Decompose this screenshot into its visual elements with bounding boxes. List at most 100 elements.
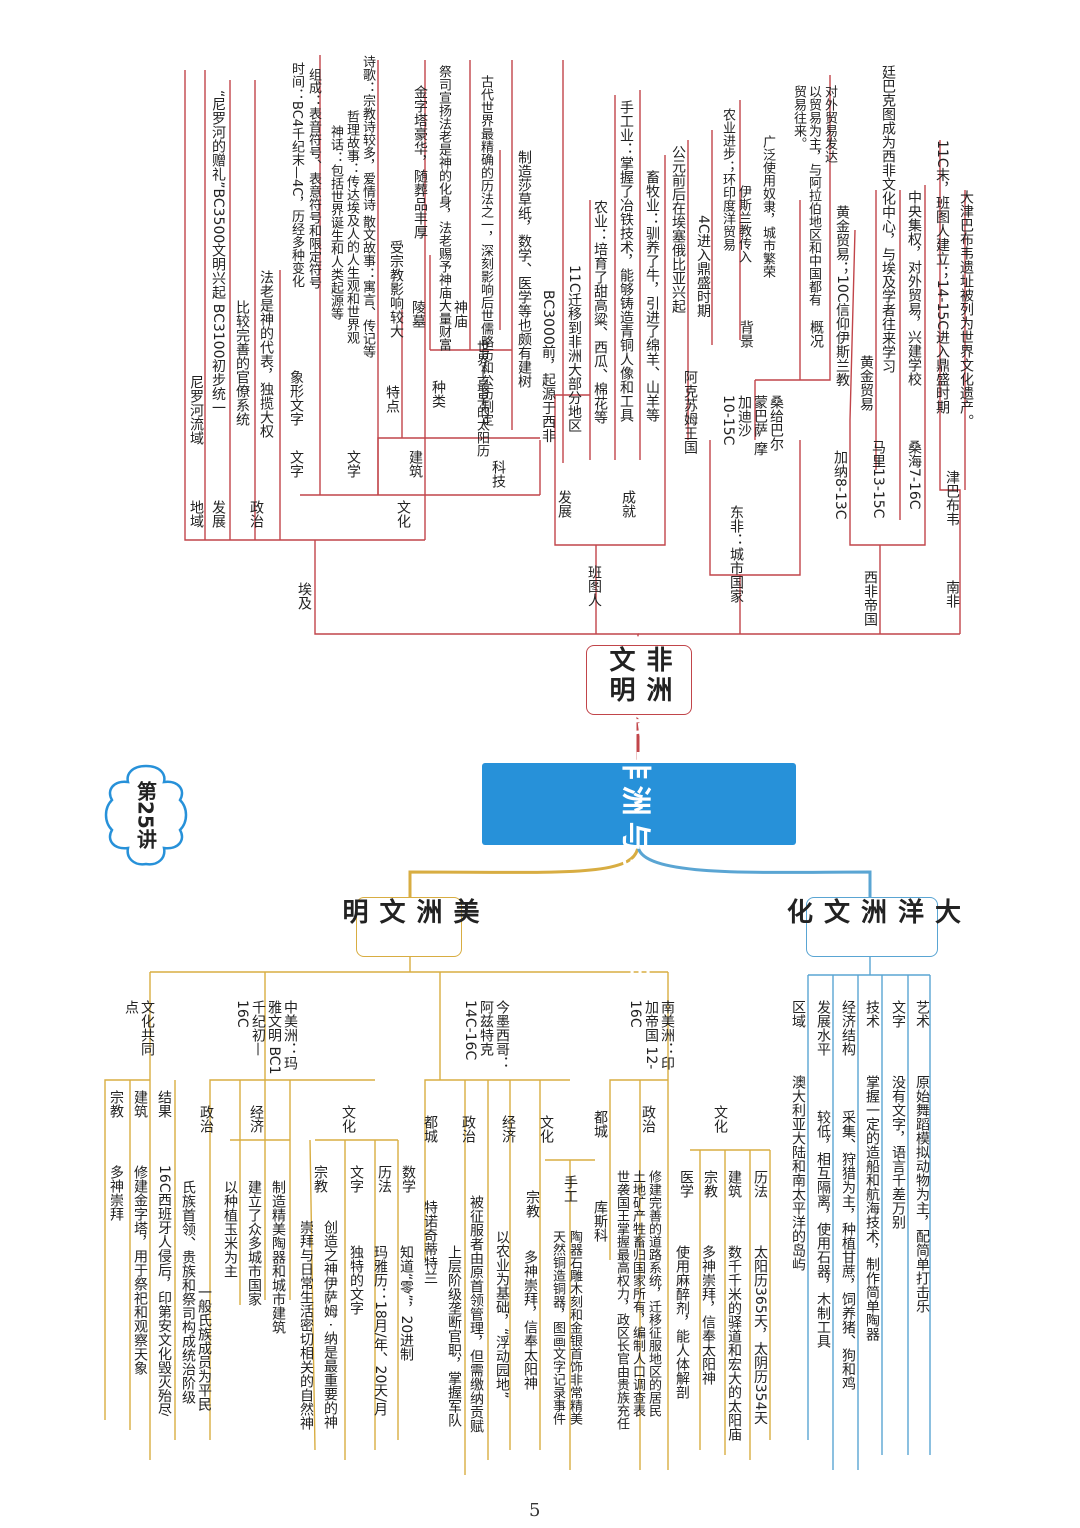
ghana-t1: 黄金贸易；10C信仰伊斯兰教	[834, 205, 850, 387]
maya-economy-label: 经济	[248, 1105, 264, 1133]
oceania-item-1-text: 较低，相互隔离，使用石器，木制工具	[815, 1110, 831, 1348]
branch-america-label: 美洲文明	[338, 898, 479, 928]
common-arch-text: 修建金字塔，用于祭祀和观察天象	[132, 1165, 148, 1375]
branch-america[interactable]: 美洲文明	[338, 897, 479, 957]
aztec-culture-label: 文化	[538, 1115, 554, 1143]
inca-capital-label: 都城	[592, 1110, 608, 1138]
inca-culture-label: 文化	[712, 1105, 728, 1133]
oceania-item-3-text: 掌握一定的造船和航海技术，制作简单陶器	[864, 1075, 880, 1341]
bantu-development-text2: 11C迁移到非洲大部分地区	[566, 265, 582, 433]
egypt-literature-story: 哲理故事：传达埃及人的人生观和世界观	[344, 110, 359, 344]
egypt-writing-form: 组成：表音符号、表意符号和限定符号	[306, 68, 321, 289]
branch-oceania[interactable]: 大洋洲文化	[783, 897, 961, 957]
maya-culture-label: 文化	[340, 1105, 356, 1133]
egypt-architecture-label: 建筑	[407, 450, 423, 478]
egypt-tomb-label: 陵墓	[410, 300, 426, 328]
page-number: 5	[529, 1500, 541, 1521]
maya-religion2: 创造之神伊萨姆 · 纳是最重要的神	[322, 1220, 338, 1430]
egypt-literature-label: 文学	[345, 450, 361, 478]
inca-religion-text: 多神崇拜，信奉太阳神	[700, 1245, 716, 1385]
aksum-t1: 公元前后在埃塞俄比亚兴起	[670, 145, 686, 313]
zimbabwe-t2: 大津巴布韦遗址被列为世界文化遗产。	[958, 190, 974, 428]
mali-label: 马里13-15C	[870, 440, 886, 519]
maya-economy-t2: 建立了众多城市国家	[246, 1180, 262, 1306]
mali-t2: 廷巴克图成为西非文化中心，与埃及学者往来学习	[880, 65, 896, 373]
aksum-label: 阿克苏姆王国	[682, 370, 698, 454]
egypt-writing-label: 文字	[288, 450, 304, 478]
maya-label: 中美洲：玛雅文明 BC1千纪初—16C	[234, 1000, 298, 1075]
ghana-label: 加纳8-13C	[832, 450, 848, 520]
maya-economy-t3: 制造精美陶器和城市建筑	[270, 1180, 286, 1334]
oceania-item-5-text: 原始舞蹈模拟动物为主，配简单打击乐	[914, 1075, 930, 1313]
aztec-economy-label: 经济	[500, 1115, 516, 1143]
bantu-herd: 畜牧业：驯养了牛，引进了绵羊、山羊等	[644, 170, 660, 422]
oceania-item-4-label: 文字	[890, 1000, 906, 1028]
songhai-label: 桑海7-16C	[906, 440, 922, 510]
zimbabwe-t1: 11C末，班图人建立；14-15C进入鼎盛时期	[934, 140, 950, 415]
egypt-region-text: 尼罗河流域	[188, 375, 204, 445]
aztec-economy-text: 以农业为基础，“浮动园地”	[494, 1230, 510, 1399]
egypt-development-text: “尼罗河的赠礼”BC3500文明兴起 BC3100初步统一	[210, 90, 226, 415]
aksum-t2: 4C进入鼎盛时期	[695, 215, 711, 318]
egypt-arch-features-label: 特点	[384, 385, 400, 413]
maya-religion-label: 宗教	[312, 1165, 328, 1193]
aztec-craft1: 天然铜造铜器，图画文字记录事件	[550, 1230, 565, 1425]
east-ov1: 广泛使用奴隶，城市繁荣	[760, 135, 775, 278]
maya-writing-text: 独特的文字	[348, 1245, 364, 1315]
inca-capital-text: 库斯科	[592, 1200, 608, 1242]
inca-medicine-label: 医学	[678, 1170, 694, 1198]
egypt-politics-text2: 法老是神的代表，独揽大权	[258, 270, 274, 438]
maya-religion1: 崇拜与日常生活密切相关的自然神	[298, 1220, 314, 1430]
maya-politics-label: 政治	[198, 1105, 214, 1133]
egypt-writing-time: 时间：BC4千纪末—4C，历经多种变化	[289, 62, 304, 288]
egypt-science-calendar-note: 古代世界最精确的历法之一，深刻影响后世儒略历和公历制定	[478, 75, 493, 426]
oceania-item-4-text: 没有文字，语言千差万别	[890, 1075, 906, 1229]
cloud-badge-icon	[104, 764, 188, 866]
aztec-craft-label: 手工	[562, 1175, 578, 1203]
egypt-temple-label: 神庙	[452, 300, 468, 328]
egypt-region-label: 地域	[188, 500, 204, 528]
common-religion-text: 多神崇拜	[108, 1165, 124, 1221]
lesson-badge: 第25讲	[104, 760, 188, 870]
aztec-capital-label: 都城	[422, 1115, 438, 1143]
egypt-temple-text: 祭司宣扬法老是神的化身，法老赐予神庙大量财富	[436, 65, 451, 351]
zimbabwe-label: 津巴布韦	[944, 470, 960, 526]
aztec-label: 今墨西哥：阿兹特克 14C-16C	[462, 1000, 510, 1070]
east-ov2: 以贸易为主，与阿拉伯地区和中国都有贸易往来。	[791, 85, 821, 306]
aztec-religion-label: 宗教	[524, 1190, 540, 1218]
songhai-t1: 中央集权，对外贸易，兴建学校	[906, 190, 922, 386]
aztec-religion-text: 多神崇拜，信奉太阳神	[522, 1250, 538, 1390]
inca-arch-text: 数千千米的驿道和宏大的太阳庙	[726, 1245, 742, 1441]
egypt-politics-label: 政治	[248, 500, 264, 528]
east-label: 东非：城市国家	[728, 505, 744, 603]
oceania-item-5-label: 艺术	[914, 1000, 930, 1028]
east-bg2: 伊斯兰教传入	[736, 185, 751, 263]
branch-oceania-label: 大洋洲文化	[782, 898, 961, 928]
oceania-item-0-text: 澳大利亚大陆和南太平洋的岛屿	[790, 1075, 806, 1271]
egypt-science-calendar: 世界上最早的太阳历	[474, 340, 489, 457]
maya-writing-label: 文字	[348, 1165, 364, 1193]
oceania-item-0-label: 区域	[790, 1000, 806, 1028]
lesson-badge-text: 第25讲	[133, 781, 158, 849]
east-ov-label: 概况	[808, 320, 824, 348]
central-topic[interactable]: 25.古代非洲与美洲文明	[482, 606, 796, 1002]
egypt-literature-myth: 神话：包括世界诞生和人类起源等	[328, 125, 343, 320]
common-label: 文化共同点	[123, 1000, 155, 1056]
maya-economy-t1: 以种植玉米为主	[222, 1180, 238, 1278]
branch-africa[interactable]: 非洲文明	[586, 645, 692, 715]
maya-politics-text1: 氏族首领、贵族和祭司构成统治阶级	[180, 1180, 196, 1404]
east-bg-label: 背景	[738, 320, 754, 348]
branch-africa-label: 非洲文明	[605, 646, 672, 706]
aztec-politics-text2: 被征服者由原首领管理，但需缴纳贡赋	[468, 1195, 484, 1433]
maya-politics-text2: 一般氏族成员为平民	[196, 1285, 212, 1411]
inca-calendar-text: 太阳历365天，太阴历354天	[752, 1245, 768, 1425]
egypt-label: 埃及	[296, 582, 312, 610]
egypt-development-label: 发展	[210, 500, 226, 528]
inca-politics-text3: 修建完善的道路系统，迁移征服地区的居民	[646, 1170, 661, 1417]
maya-math-label: 数学	[400, 1165, 416, 1193]
west-label: 西非帝国	[862, 570, 878, 626]
maya-math-text: 知道“零”，20进制	[398, 1245, 414, 1362]
egypt-culture-label: 文化	[395, 500, 411, 528]
